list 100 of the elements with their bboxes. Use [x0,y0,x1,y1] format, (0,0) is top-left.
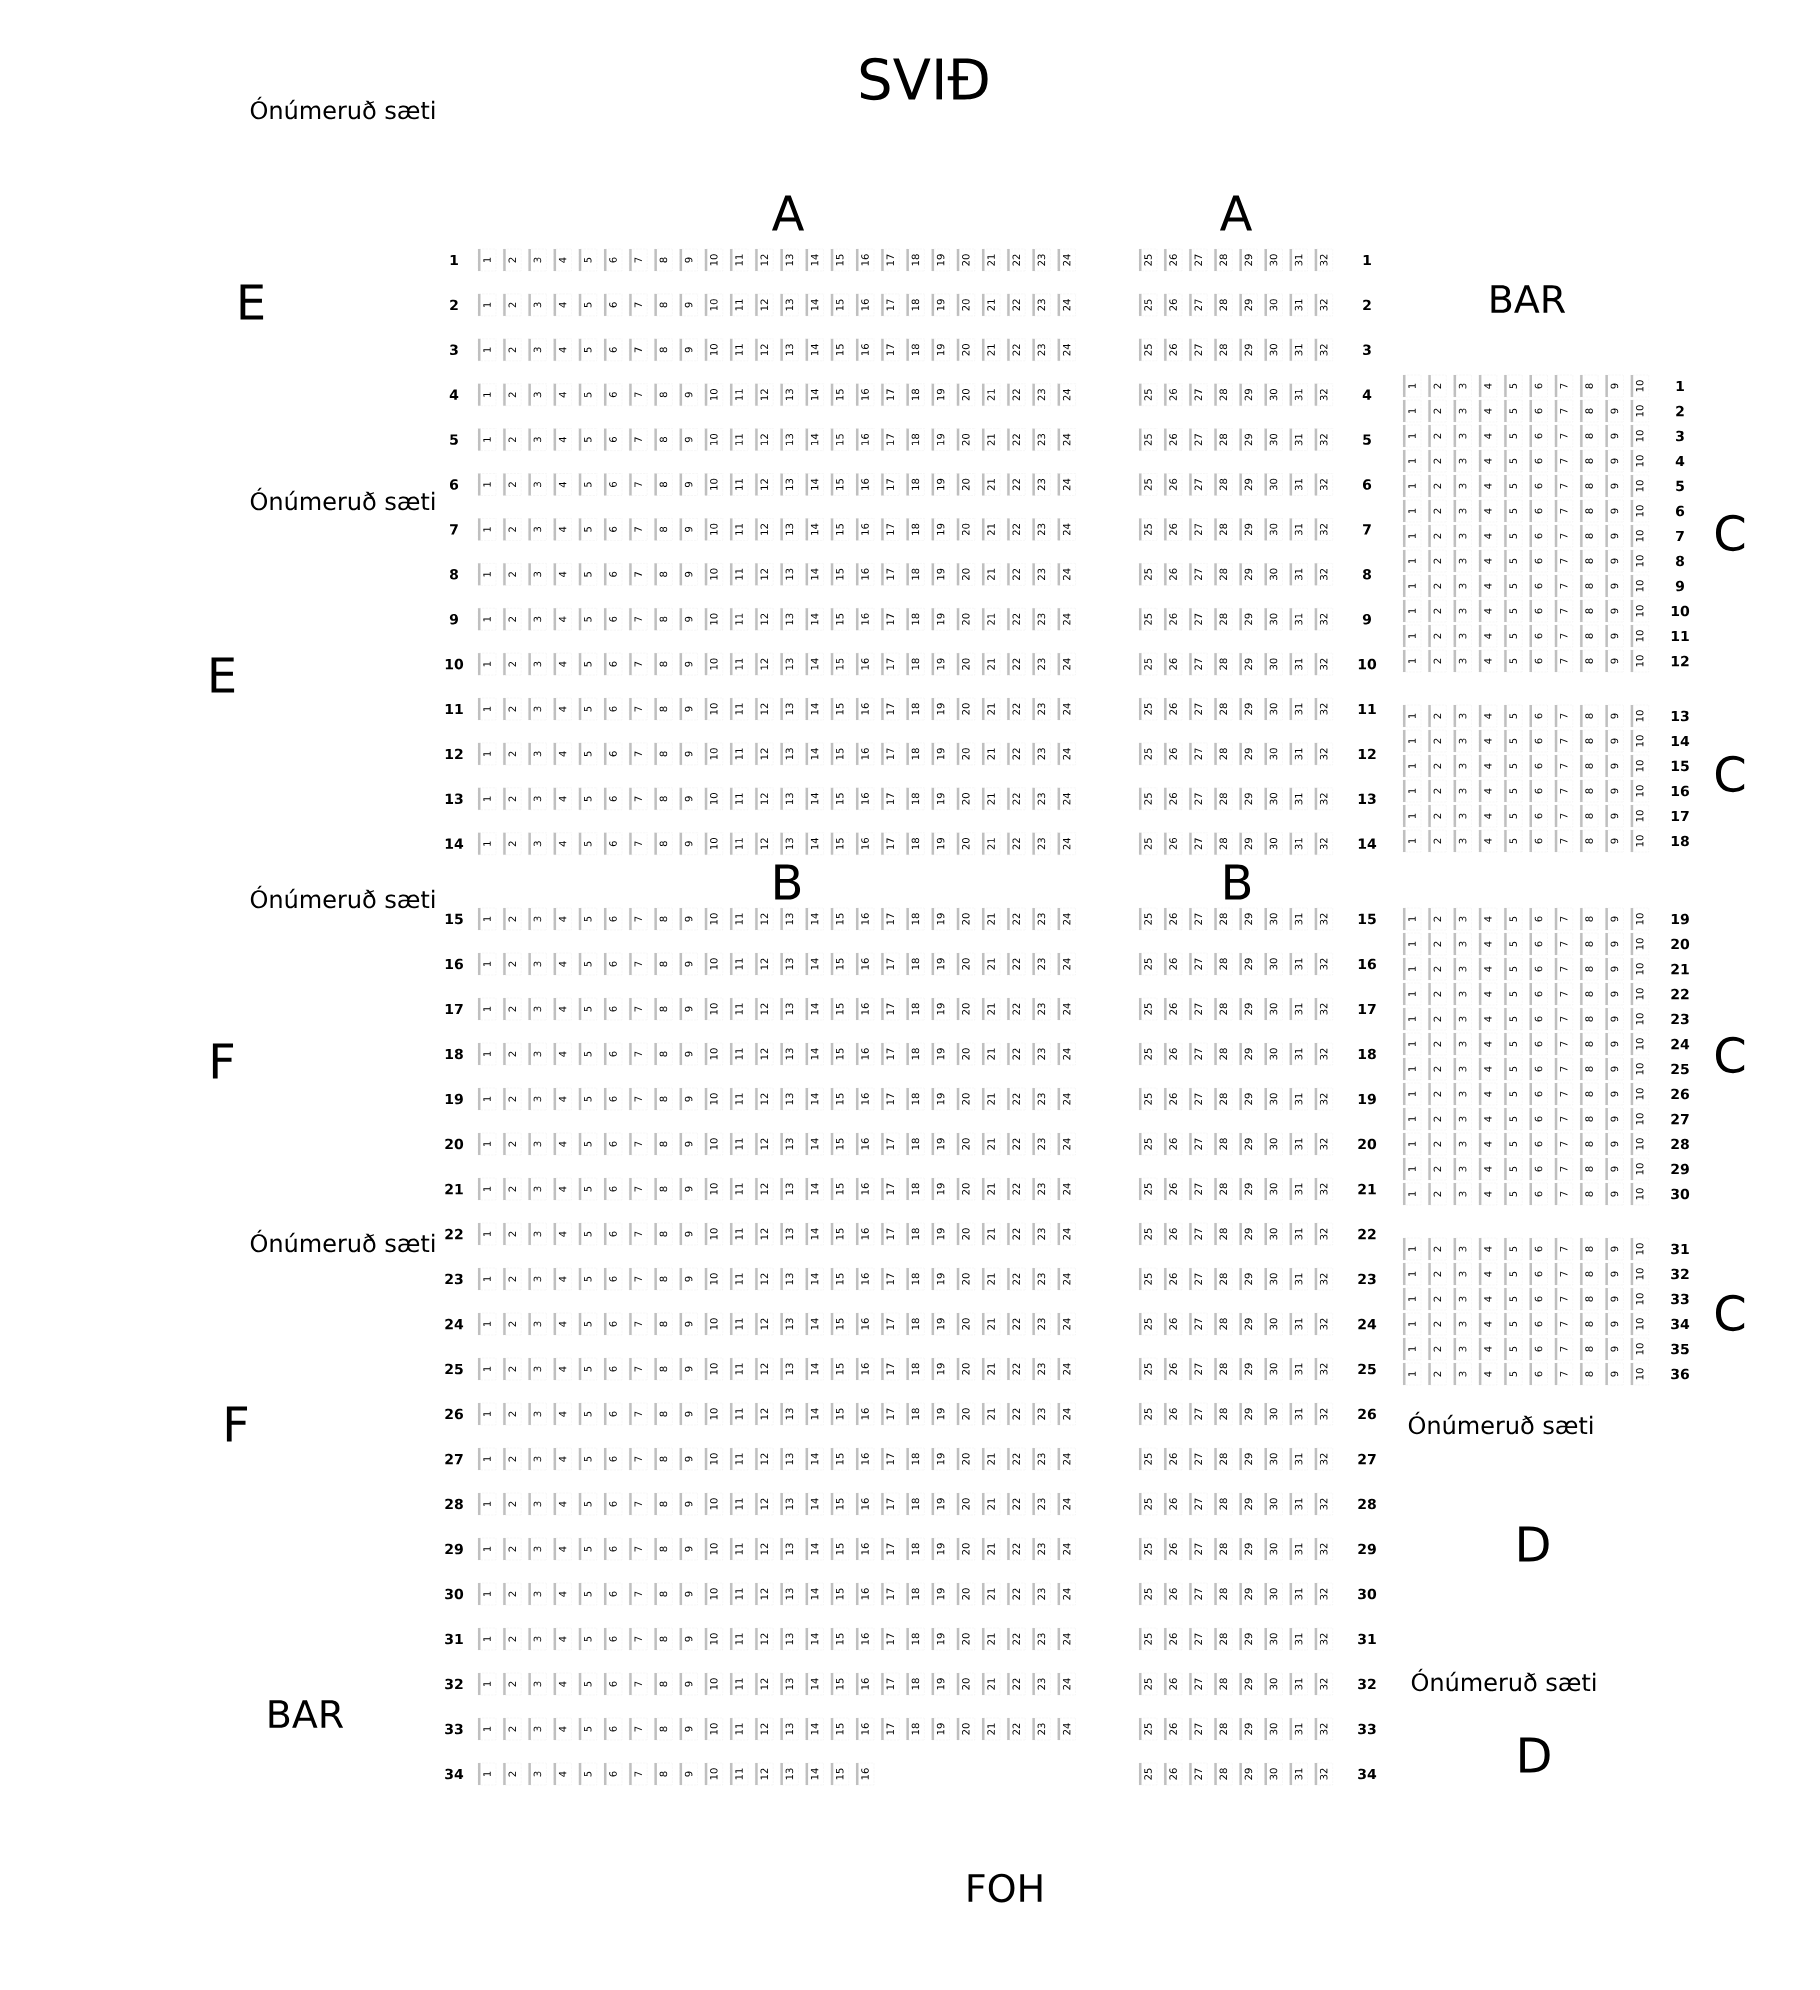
seat-box: 16 [855,1582,875,1606]
seat-box: 16 [855,1087,875,1111]
seat-box: 18 [906,1087,925,1111]
seat-box: 19 [931,1717,950,1741]
seat-box: 21 [981,428,1001,451]
seat-box: 5 [1504,399,1523,423]
seat-box: 32 [1314,293,1333,317]
seat-box: 8 [1579,374,1599,398]
seat-box: 6 [1529,399,1548,423]
seat-box: 25 [1138,428,1158,451]
seat-box: 29 [1239,563,1258,586]
seat-box: 16 [855,1042,875,1066]
seat-box: 7 [629,1042,648,1066]
seat-box: 30 [1264,652,1283,676]
seat-box: 32 [1314,1312,1333,1336]
seat-box: 29 [1239,293,1258,317]
seat-box: 18 [906,473,925,496]
seat-box: 14 [805,1537,824,1561]
seat-box: 15 [830,1627,849,1651]
seat-box: 21 [981,1357,1001,1381]
seat-box: 4 [553,563,572,586]
seat-box: 2 [503,652,522,676]
seat-box: 6 [603,1672,623,1696]
seat-box: 11 [729,652,749,676]
seat-box: 22 [1007,697,1026,721]
seat-box: 4 [553,1402,572,1426]
seat-box: 4 [1478,704,1498,728]
area-label: FOH [968,1873,1042,1903]
seat-box: 8 [1579,1007,1599,1031]
seat-box: 23 [1032,1357,1051,1381]
seat-box: 4 [1478,957,1498,981]
seat-box: 1 [477,1672,497,1696]
seat-box: 30 [1264,428,1283,451]
seat-box: 6 [1529,1032,1548,1056]
seat-box: 3 [1453,1157,1472,1181]
seat-box: 8 [1579,624,1599,648]
seat-box: 15 [830,1222,849,1246]
seat-box: 5 [578,248,597,272]
seat-box: 32 [1314,1177,1333,1201]
seat-box: 2 [503,248,522,272]
seat-box: 15 [830,1447,849,1471]
seat-box: 2 [1428,574,1447,598]
seat-box: 27 [1189,1402,1208,1426]
row-number: 29 [1671,1163,1689,1175]
seat-box: 6 [1529,1312,1548,1336]
seat-box: 22 [1007,1132,1026,1156]
seat-box: 27 [1189,1357,1208,1381]
seat-box: 21 [981,248,1001,272]
seat-box: 5 [1504,907,1523,931]
seat-box: 13 [780,1537,799,1561]
seat-box: 10 [704,787,723,810]
seat-box: 3 [1453,1132,1472,1156]
seat-box: 12 [755,832,774,855]
seat-box: 21 [981,563,1001,586]
seat-box: 20 [956,1042,975,1066]
seat-box: 1 [1402,779,1422,803]
seat-box: 1 [1402,1082,1422,1106]
seat-box: 15 [830,697,849,721]
seat-box: 21 [981,518,1001,541]
seat-box: 28 [1214,1492,1233,1516]
seat-box: 4 [553,1042,572,1066]
seat-box: 12 [755,1402,774,1426]
seat-box: 24 [1057,608,1076,631]
seat-box: 29 [1239,952,1258,976]
seat-box: 8 [1579,804,1599,828]
seat-box: 5 [578,428,597,451]
seat-box: 5 [1504,624,1523,648]
seat-box: 21 [981,952,1001,976]
section-letter: A [771,195,805,231]
seat-box: 7 [629,1447,648,1471]
seat-box: 7 [1554,374,1573,398]
seat-box: 4 [553,1132,572,1156]
seat-box: 30 [1264,697,1283,721]
section-letter: C [1715,1036,1745,1074]
seat-box: 23 [1032,1627,1051,1651]
seat-box: 8 [1579,399,1599,423]
seat-box: 3 [1453,957,1472,981]
seat-box: 7 [1554,1182,1573,1206]
seat-box: 2 [1428,1182,1447,1206]
seat-box: 10 [704,248,723,272]
section-letter: F [212,1043,233,1079]
seat-box: 29 [1239,1222,1258,1246]
seat-box: 32 [1314,1717,1333,1741]
seat-box: 14 [805,1132,824,1156]
seat-box: 14 [805,1267,824,1291]
seat-box: 12 [755,997,774,1021]
seat-box: 10 [1630,474,1649,498]
seat-box: 30 [1264,952,1283,976]
seat-box: 3 [528,1492,547,1516]
seat-box: 23 [1032,1177,1051,1201]
seat-box: 13 [780,697,799,721]
seat-box: 14 [805,787,824,810]
seat-box: 29 [1239,1762,1258,1786]
seat-box: 9 [1605,1182,1624,1206]
seat-box: 16 [855,1132,875,1156]
seat-box: 19 [931,1042,950,1066]
seat-box: 2 [503,1267,522,1291]
seat-box: 24 [1057,1627,1076,1651]
seat-box: 4 [553,1357,572,1381]
seat-box: 32 [1314,652,1333,676]
